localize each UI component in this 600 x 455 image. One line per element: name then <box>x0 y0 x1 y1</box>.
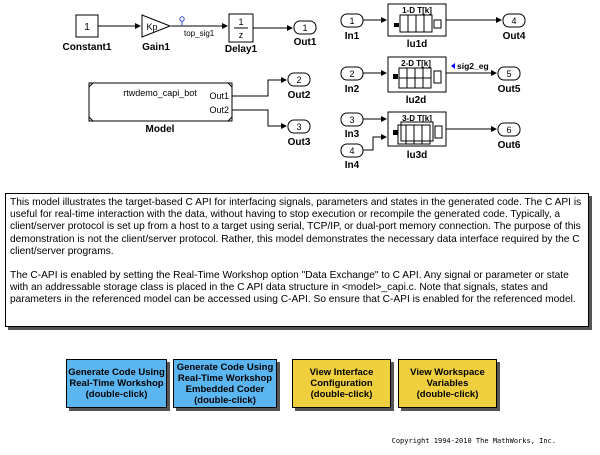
wire-in4-lu3d <box>363 134 387 151</box>
outport-3-label: Out3 <box>288 137 311 148</box>
inport-2-label: In2 <box>345 84 360 95</box>
outport-4-label: Out4 <box>503 31 526 42</box>
delay-block[interactable]: 1 z <box>228 13 254 43</box>
outport-3[interactable]: 3 <box>287 119 311 134</box>
annotation-paragraph-1: This model illustrates the target-based … <box>10 197 582 257</box>
annotation-paragraph-2: The C-API is enabled by setting the Real… <box>10 270 576 306</box>
wire-model-out2 <box>232 77 287 97</box>
inport-4[interactable]: 4 <box>340 143 364 158</box>
svg-text:4: 4 <box>349 146 354 156</box>
lookup-1d-block[interactable]: 1-D T[k] <box>387 3 447 37</box>
svg-text:1: 1 <box>302 23 307 33</box>
delay-label: Delay1 <box>225 44 258 55</box>
constant-block[interactable]: 1 <box>75 14 99 38</box>
inport-1[interactable]: 1 <box>340 13 364 28</box>
generate-code-ec-button[interactable]: Generate Code Using Real-Time Workshop E… <box>173 359 277 408</box>
outport-1[interactable]: 1 <box>293 20 317 35</box>
lookup-2d-label: lu2d <box>406 95 427 106</box>
inport-1-label: In1 <box>345 31 360 42</box>
outport-6-label: Out6 <box>498 140 521 151</box>
outport-1-label: Out1 <box>294 37 317 48</box>
gain-label: Gain1 <box>142 42 170 53</box>
svg-text:Out2: Out2 <box>209 105 229 115</box>
signal-label-sig2-eg: sig2_eg <box>457 61 489 71</box>
svg-text:Out1: Out1 <box>209 91 229 101</box>
svg-text:2-D T[k]: 2-D T[k] <box>401 59 431 68</box>
svg-text:3: 3 <box>296 122 301 132</box>
svg-text:3: 3 <box>349 115 354 125</box>
inport-2[interactable]: 2 <box>340 66 364 81</box>
gain-block[interactable]: Kp <box>141 14 172 38</box>
signal-label-top-sig1: top_sig1 <box>184 29 215 38</box>
model-reference-label: Model <box>146 124 175 135</box>
outport-2[interactable]: 2 <box>287 72 311 87</box>
outport-5-label: Out5 <box>498 84 521 95</box>
svg-text:1: 1 <box>84 22 90 33</box>
svg-text:1-D T[k]: 1-D T[k] <box>402 6 432 15</box>
inport-3[interactable]: 3 <box>340 112 364 127</box>
lookup-3d-block[interactable]: 3-D T[k] <box>387 111 447 147</box>
lookup-2d-block[interactable]: 2-D T[k] <box>387 56 447 93</box>
view-interface-button[interactable]: View Interface Configuration (double-cli… <box>292 359 391 408</box>
outport-5[interactable]: 5 <box>497 66 521 81</box>
test-point-icon <box>179 16 185 22</box>
svg-text:5: 5 <box>506 69 511 79</box>
wire-model-out3 <box>232 109 287 129</box>
svg-text:6: 6 <box>506 125 511 135</box>
generate-code-rtw-button[interactable]: Generate Code Using Real-Time Workshop (… <box>66 359 167 408</box>
svg-text:1: 1 <box>349 16 354 26</box>
svg-text:1: 1 <box>238 17 243 27</box>
model-reference-block[interactable]: rtwdemo_capi_bot Out1 Out2 <box>88 82 233 122</box>
description-annotation: This model illustrates the target-based … <box>5 193 589 327</box>
outport-6[interactable]: 6 <box>497 122 521 137</box>
lookup-1d-label: lu1d <box>407 39 428 50</box>
lookup-3d-label: lu3d <box>407 150 428 161</box>
view-workspace-button[interactable]: View Workspace Variables (double-click) <box>398 359 497 408</box>
svg-text:Kp: Kp <box>146 22 157 32</box>
inport-4-label: In4 <box>345 160 360 170</box>
signal-marker-icon <box>451 63 455 69</box>
svg-text:2: 2 <box>349 69 354 79</box>
constant-label: Constant1 <box>63 42 112 53</box>
outport-2-label: Out2 <box>288 90 311 101</box>
svg-text:rtwdemo_capi_bot: rtwdemo_capi_bot <box>123 88 197 98</box>
svg-text:2: 2 <box>296 75 301 85</box>
svg-text:z: z <box>239 30 244 40</box>
inport-3-label: In3 <box>345 129 360 140</box>
svg-text:4: 4 <box>511 16 516 26</box>
outport-4[interactable]: 4 <box>502 13 526 28</box>
svg-text:3-D T[k]: 3-D T[k] <box>402 114 432 123</box>
simulink-diagram: 1 Constant1 Kp Gain1 top_sig1 1 z Delay1… <box>63 3 526 170</box>
copyright-text: Copyright 1994-2010 The MathWorks, Inc. <box>391 437 556 445</box>
